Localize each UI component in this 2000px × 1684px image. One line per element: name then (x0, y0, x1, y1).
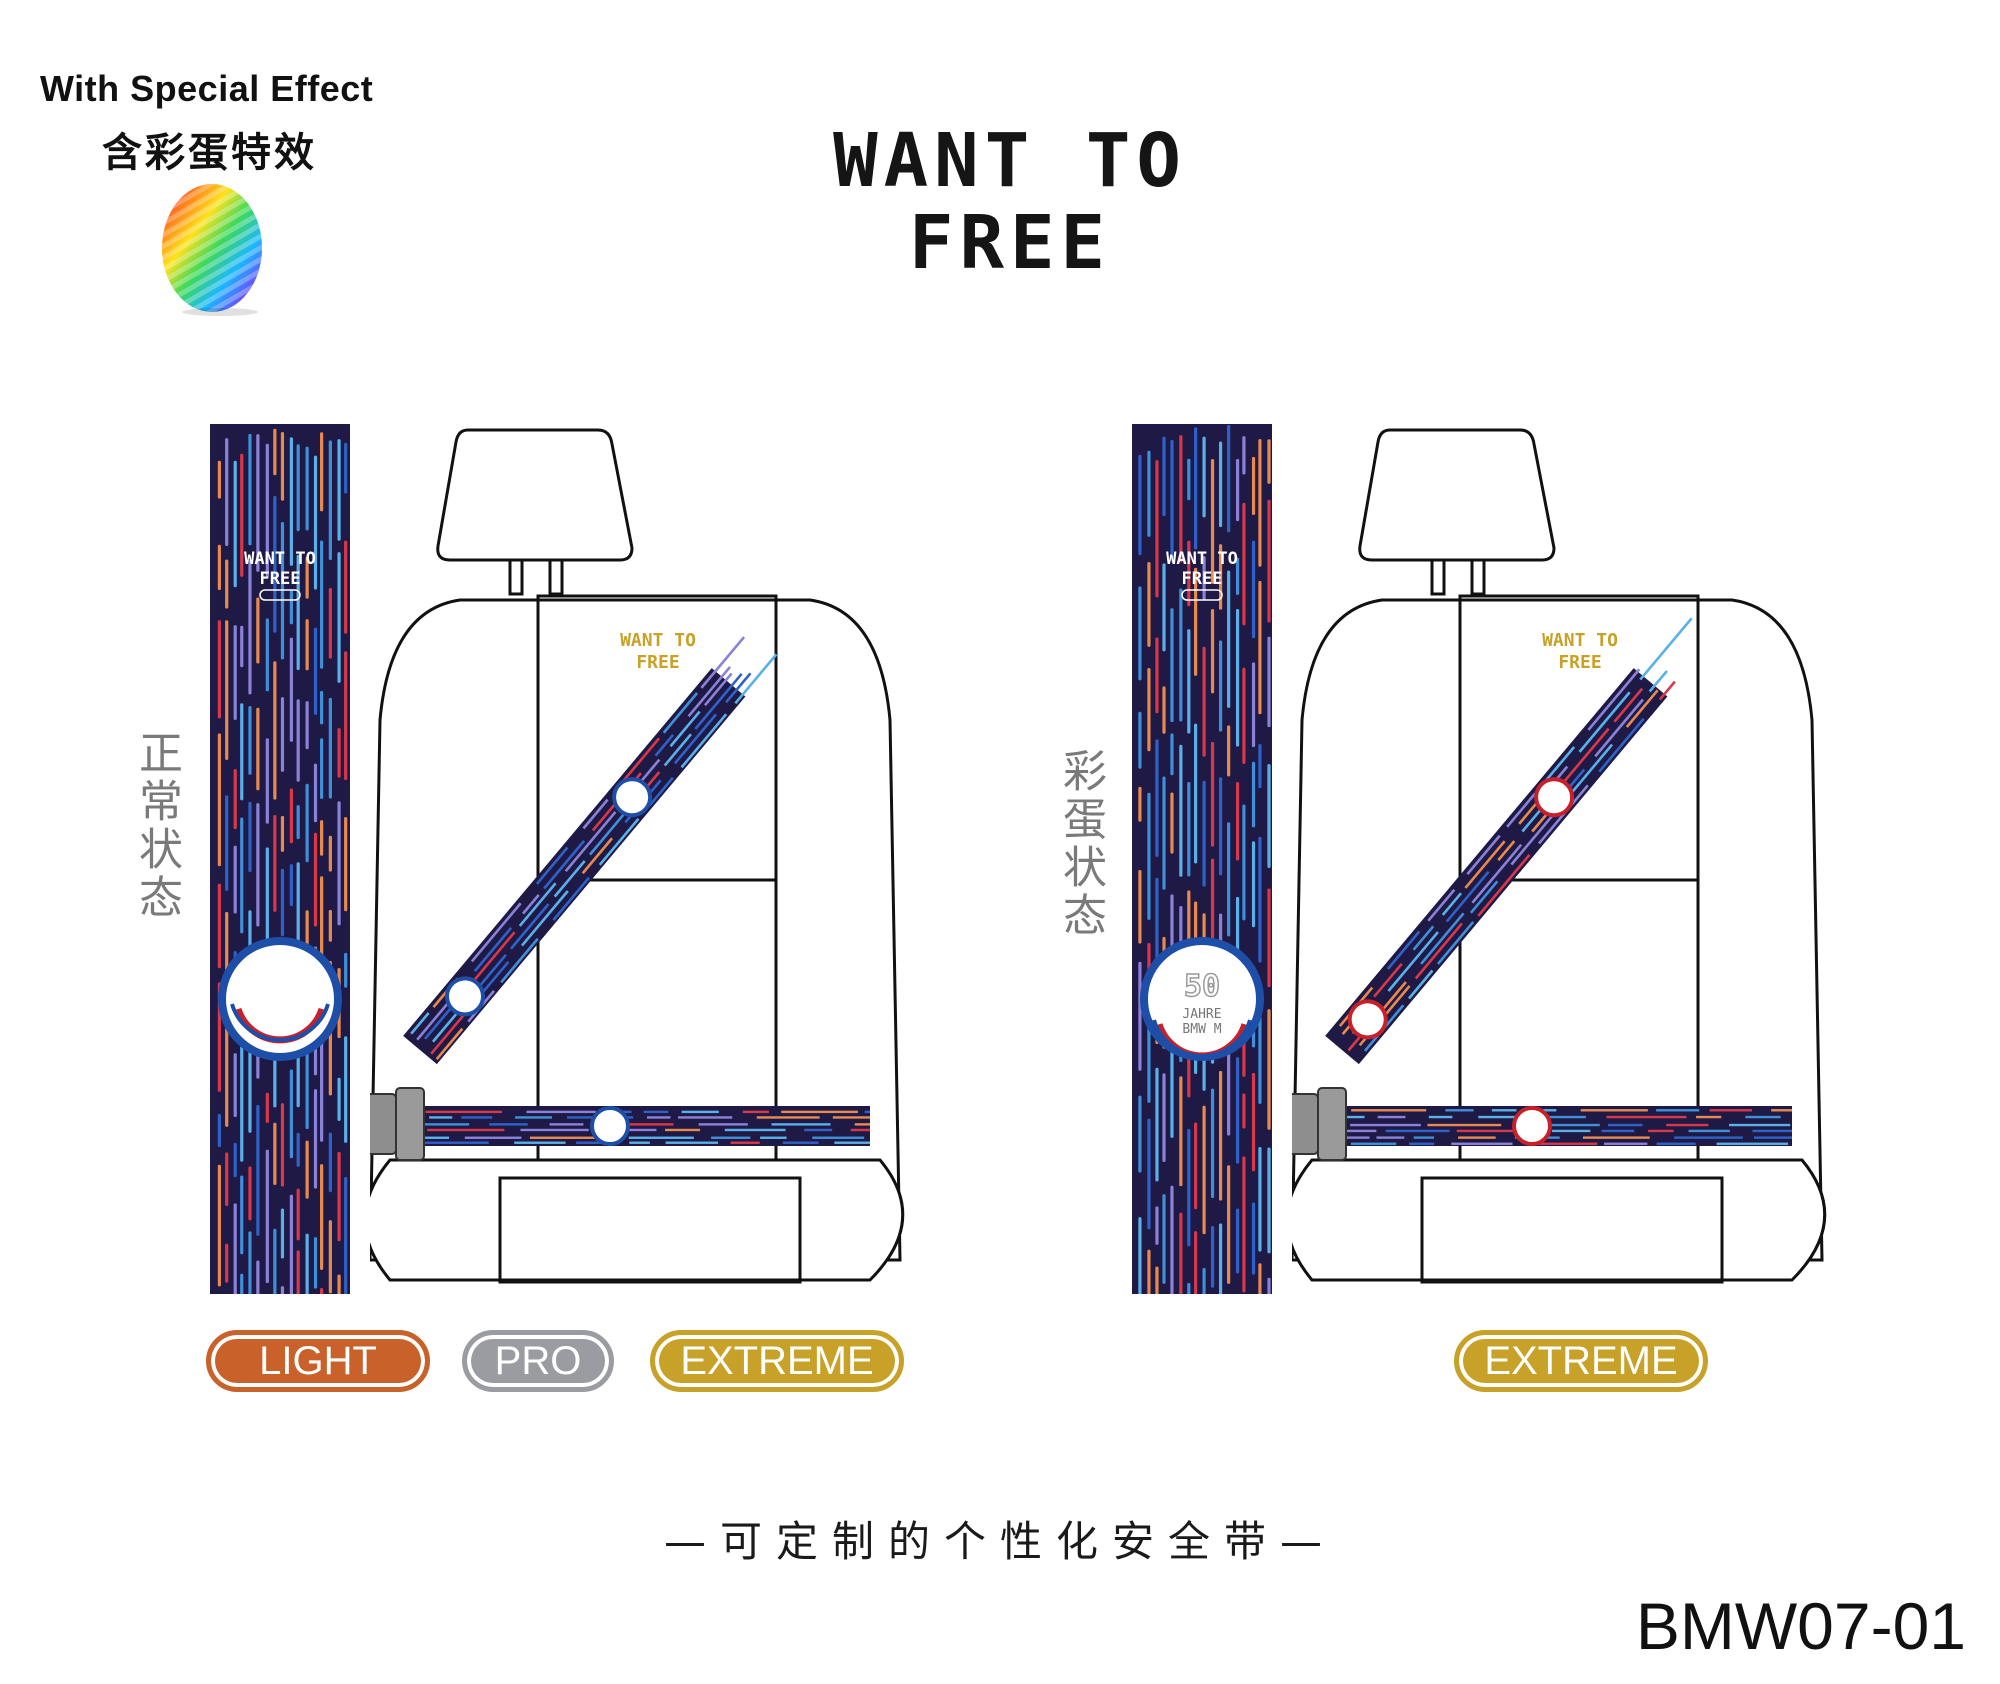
edition-light-button[interactable]: LIGHT (206, 1330, 430, 1392)
brand-title-line2: FREE (908, 200, 1112, 286)
belt-buckle (1292, 1087, 1347, 1161)
strap-stripes (217, 428, 348, 1294)
seat-headrest (1358, 428, 1556, 562)
brand-title-line1: WANT TO (833, 118, 1187, 204)
shoulder-belt (1325, 617, 1693, 1065)
seat-headrest (436, 428, 634, 562)
lap-belt (410, 1106, 870, 1146)
badge-number: 50 (1184, 969, 1220, 1004)
strap-brand-line1: WANT TO (1166, 549, 1238, 569)
badge-line1: JAHRE (1182, 1007, 1221, 1022)
rainbow-egg-icon (162, 184, 262, 316)
strap-series-badge (259, 589, 301, 601)
seat-logo-line1: WANT TO (620, 630, 696, 651)
edition-light-label: LIGHT (259, 1338, 377, 1383)
strap-brand-line2: FREE (260, 569, 301, 589)
strap-swatch-normal: WANT TO FREE (210, 424, 350, 1294)
product-code: BMW07-01 (1635, 1589, 1966, 1663)
seat-illustration-egg: WANT TO FREE (1292, 428, 1827, 1284)
seat-illustration-normal: WANT TO FREE (370, 428, 905, 1284)
seat-backrest (370, 598, 902, 1262)
seat-backrest (1292, 598, 1824, 1262)
edition-extreme-egg-button[interactable]: EXTREME (1454, 1330, 1708, 1392)
edition-pro-label: PRO (494, 1338, 582, 1383)
tagline: —可定制的个性化安全带— (663, 1517, 1336, 1566)
strap-brand-line2: FREE (1182, 569, 1223, 589)
belt-buckle (370, 1087, 425, 1161)
edition-extreme-button[interactable]: EXTREME (650, 1330, 904, 1392)
strap-brand-line1: WANT TO (244, 549, 316, 569)
special-effect-label-cn: 含彩蛋特效 (102, 130, 317, 176)
normal-state-label: 正常状态 (131, 730, 182, 922)
egg-state-label: 彩蛋状态 (1055, 748, 1106, 940)
seat-cushion (370, 1158, 905, 1282)
lap-belt (1332, 1106, 1792, 1146)
strap-swatch-egg: WANT TO FREE 50 JAHRE BMW M (1132, 424, 1272, 1294)
edition-extreme-label: EXTREME (680, 1338, 874, 1383)
seat-logo-line2: FREE (1558, 652, 1601, 673)
special-effect-label-en: With Special Effect (40, 68, 374, 109)
strap-series-badge (1181, 589, 1223, 601)
edition-extreme-egg-label: EXTREME (1484, 1338, 1678, 1383)
shoulder-belt (403, 636, 778, 1065)
seat-logo-line2: FREE (636, 652, 679, 673)
brand-title: WANT TO FREE (800, 120, 1220, 284)
seat-logo-line1: WANT TO (1542, 630, 1618, 651)
badge-line2: BMW M (1182, 1022, 1221, 1037)
strap-stripes (1138, 424, 1271, 1294)
edition-pro-button[interactable]: PRO (462, 1330, 614, 1392)
seat-cushion (1292, 1158, 1827, 1282)
